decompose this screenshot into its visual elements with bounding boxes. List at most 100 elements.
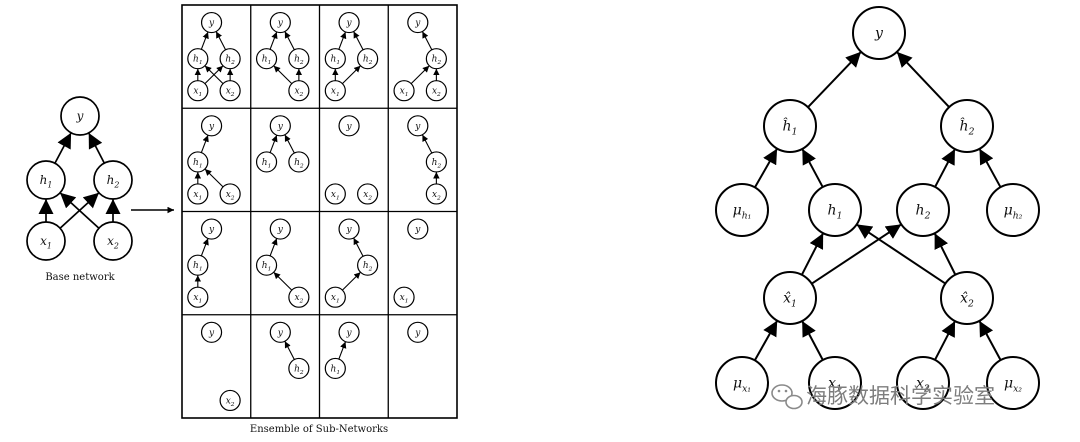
edge-h2-y	[421, 134, 433, 154]
subnetwork-6: y h1 h2	[255, 115, 310, 173]
subnetwork-3: y h1 h2 x1	[324, 11, 379, 102]
node-y-label: y	[346, 122, 353, 132]
node-x1-label: x1	[331, 190, 340, 202]
node-h2-label: h2	[225, 55, 235, 67]
node-mux1: μx₁	[715, 356, 769, 410]
node-x1: x1	[393, 286, 415, 308]
edge-x2-h1	[273, 65, 293, 85]
node-x2-label: x2	[432, 190, 441, 202]
node-x2: x2	[425, 183, 447, 205]
node-h2: h2	[93, 160, 133, 200]
node-h1-label: h1	[262, 55, 272, 67]
edge-x1-h2	[342, 65, 361, 85]
node-h2: h2	[425, 48, 447, 70]
edge-x2-x2hat	[934, 320, 956, 361]
node-y: y	[200, 321, 223, 343]
edge-x2hat-h2	[933, 232, 957, 276]
node-muh1: μh₁	[715, 183, 769, 237]
edge-h2-y	[421, 31, 433, 51]
node-h1: h1	[324, 357, 346, 380]
node-y: y	[338, 321, 360, 343]
node-y-label: y	[277, 225, 284, 235]
node-x2: x2	[288, 80, 310, 102]
node-h1-label: h1	[262, 158, 272, 170]
node-x2-label: x2	[294, 87, 303, 99]
edge-x1-x1hat	[801, 320, 824, 361]
edge-x1hat-h2	[811, 223, 902, 285]
node-h1hat: ĥ1	[763, 99, 817, 153]
node-x1: x1	[393, 80, 415, 102]
node-h2-label: h2	[363, 261, 373, 273]
node-x1-label: x1	[400, 293, 409, 305]
node-h1-label: h1	[193, 261, 203, 273]
subnetwork-15: y h1	[324, 321, 360, 380]
node-h1: h1	[255, 151, 278, 173]
node-h2: h2	[288, 151, 310, 173]
node-y: y	[852, 6, 906, 60]
node-y: y	[269, 218, 291, 240]
node-y-label: y	[874, 26, 884, 42]
node-y: y	[200, 11, 223, 34]
node-h2: h2	[357, 254, 379, 276]
node-h1: h1	[187, 48, 209, 70]
node-y: y	[269, 321, 291, 343]
node-y: y	[407, 115, 429, 137]
edge-x1-h2	[342, 271, 361, 291]
node-h1: h1	[255, 254, 278, 276]
node-x2-label: x2	[107, 234, 119, 250]
node-x2: x2	[896, 356, 950, 410]
node-y-label: y	[346, 328, 353, 338]
node-h2: h2	[219, 48, 241, 70]
edge-mux1-x1hat	[753, 320, 779, 361]
node-x1: x1	[324, 183, 346, 205]
node-h1: h1	[187, 151, 209, 173]
node-x2: x2	[219, 183, 241, 205]
node-x1: x1	[187, 80, 209, 102]
node-y: y	[269, 115, 291, 137]
node-x1: x1	[187, 286, 209, 308]
edge-muh2-h2hat	[978, 148, 1002, 188]
node-h1: h1	[187, 254, 209, 276]
edge-h2-y	[87, 132, 106, 164]
node-h2: h2	[357, 48, 379, 70]
node-y-label: y	[208, 19, 215, 29]
node-h2-label: h2	[363, 55, 373, 67]
node-x2-label: x2	[226, 396, 235, 408]
edge-h1hat-y	[807, 51, 862, 108]
watermark: 海豚数据科学实验室	[771, 384, 995, 410]
node-x1-label: x1	[331, 87, 340, 99]
node-h2: h2	[896, 183, 950, 237]
node-x1: x1	[808, 356, 862, 410]
node-h1-label: h1	[331, 55, 341, 67]
edge-x1-h2	[410, 65, 430, 85]
edge-x2-h1	[204, 168, 224, 188]
edge-h1-y	[269, 238, 278, 257]
node-y-label: y	[414, 328, 421, 338]
subnetwork-1: y h1 h2 x1 x2	[187, 11, 241, 102]
node-x2-label: x2	[226, 190, 235, 202]
node-muh2: μh₂	[986, 183, 1040, 237]
node-y-label: y	[414, 225, 421, 235]
node-h2hat: ĥ2	[940, 99, 994, 153]
node-x2: x2	[219, 80, 241, 102]
node-y: y	[407, 11, 429, 34]
node-y-label: y	[414, 122, 421, 132]
edge-x2hat-h1	[856, 223, 946, 285]
edge-h1-y	[338, 341, 347, 360]
subnetwork-13: y x2	[200, 321, 241, 412]
edge-h2-y	[284, 134, 295, 154]
node-h2: h2	[425, 151, 447, 173]
node-x1hat: x̂1	[763, 271, 817, 325]
node-h2-label: h2	[294, 364, 304, 376]
node-h2: h2	[288, 48, 310, 70]
edge-h1-y	[269, 31, 278, 50]
node-h2-label: h2	[432, 55, 442, 67]
node-y-label: y	[346, 19, 353, 29]
